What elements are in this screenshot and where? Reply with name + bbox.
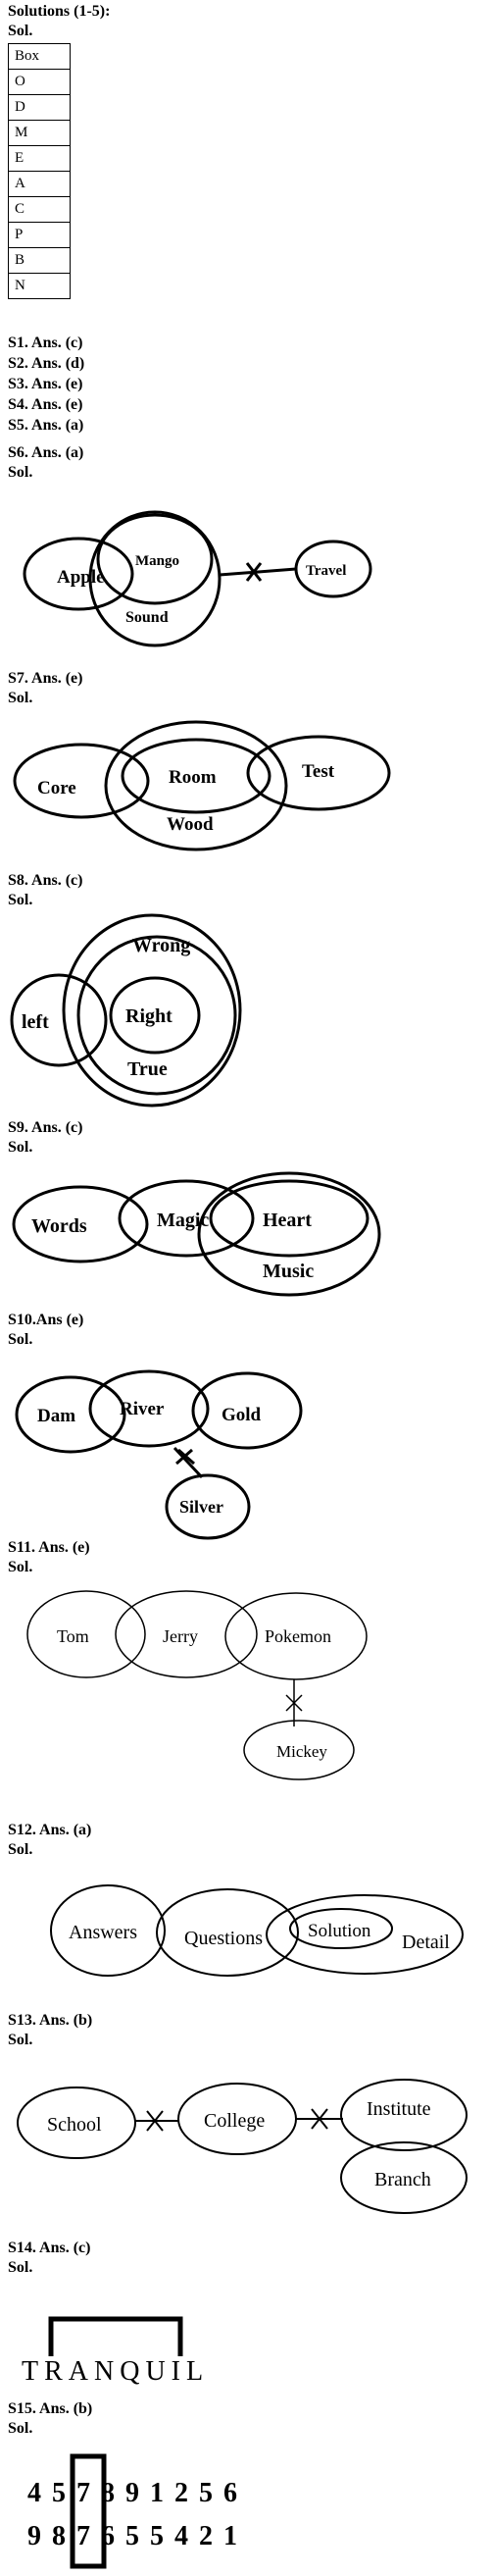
s8-sol-label: Sol.	[8, 892, 33, 908]
s13-label-school: School	[47, 2114, 102, 2136]
box-table-cell: P	[8, 222, 71, 248]
s12-heading: S12. Ans. (a)	[8, 1822, 92, 1838]
page-title: Solutions (1-5):	[8, 3, 111, 20]
s8-heading: S8. Ans. (c)	[8, 872, 83, 889]
box-table-cell: M	[8, 120, 71, 146]
s10-heading: S10.Ans (e)	[8, 1312, 84, 1328]
s7-label-wood: Wood	[167, 814, 214, 835]
s6-label-sound: Sound	[125, 609, 169, 626]
s7-venn-diagram: Core Room Test Wood	[13, 720, 391, 851]
s8-label-right: Right	[125, 1005, 173, 1027]
s8-venn-diagram: Wrong left Right True	[10, 913, 242, 1108]
s13-label-branch: Branch	[374, 2169, 431, 2190]
s10-venn-diagram: Dam River Gold Silver	[15, 1369, 303, 1540]
s12-label-questions: Questions	[184, 1928, 263, 1949]
s7-label-room: Room	[169, 767, 217, 788]
s14-sol-label: Sol.	[8, 2259, 33, 2276]
s6-label-apple: Apple	[57, 567, 105, 588]
s15-digits-row2: 9 8 7 6 5 5 4 2 1	[27, 2521, 239, 2551]
s12-label-detail: Detail	[402, 1932, 450, 1953]
sol-label: Sol.	[8, 23, 33, 39]
s10-sol-label: Sol.	[8, 1331, 33, 1348]
s14-word-diagram: TRANQUIL	[22, 2316, 203, 2387]
s9-label-heart: Heart	[263, 1210, 312, 1231]
s9-circle	[197, 1171, 381, 1297]
s15-digits-row1: 4 5 7 8 9 1 2 5 6	[27, 2478, 239, 2508]
s11-sol-label: Sol.	[8, 1559, 33, 1575]
box-table: Box O D M E A C P B N	[8, 43, 71, 299]
s6-heading: S6. Ans. (a)	[8, 444, 84, 461]
s6-sol-label: Sol.	[8, 464, 33, 481]
s7-sol-label: Sol.	[8, 690, 33, 706]
box-table-cell: D	[8, 94, 71, 121]
s9-circle	[118, 1179, 255, 1258]
box-table-cell: C	[8, 196, 71, 223]
s12-venn-diagram: Answers Questions Solution Detail	[50, 1884, 464, 1977]
s13-label-college: College	[204, 2110, 265, 2132]
s13-venn-diagram: School College Institute Branch	[17, 2079, 468, 2214]
answer-s3: S3. Ans. (e)	[8, 376, 83, 392]
s12-label-answers: Answers	[69, 1922, 137, 1943]
s13-sol-label: Sol.	[8, 2032, 33, 2048]
answer-s5: S5. Ans. (a)	[8, 417, 84, 434]
s10-label-gold: Gold	[222, 1405, 262, 1425]
box-table-header: Box	[8, 43, 71, 70]
s10-label-silver: Silver	[179, 1497, 223, 1517]
s9-sol-label: Sol.	[8, 1139, 33, 1156]
s11-label-pokemon: Pokemon	[265, 1626, 331, 1646]
s11-label-mickey: Mickey	[276, 1742, 327, 1761]
s8-label-left: left	[22, 1011, 49, 1033]
s9-circle	[209, 1179, 370, 1258]
s11-venn-diagram: Tom Jerry Pokemon Mickey	[26, 1590, 368, 1780]
s13-heading: S13. Ans. (b)	[8, 2012, 93, 2029]
s15-sol-label: Sol.	[8, 2420, 33, 2437]
s13-label-institute: Institute	[367, 2098, 431, 2120]
s11-label-tom: Tom	[57, 1626, 89, 1646]
s12-sol-label: Sol.	[8, 1841, 33, 1858]
s7-label-test: Test	[302, 761, 335, 782]
s9-label-words: Words	[31, 1215, 87, 1237]
s7-label-core: Core	[37, 778, 76, 799]
box-table-cell: A	[8, 171, 71, 197]
answer-s4: S4. Ans. (e)	[8, 396, 83, 413]
s9-heading: S9. Ans. (c)	[8, 1119, 83, 1136]
s14-heading: S14. Ans. (c)	[8, 2240, 91, 2256]
s9-circle	[12, 1185, 149, 1263]
s11-label-jerry: Jerry	[163, 1626, 198, 1646]
s10-label-river: River	[120, 1399, 165, 1419]
box-table-cell: B	[8, 247, 71, 274]
s6-venn-diagram: Apple Mango Sound Travel	[23, 510, 372, 647]
s8-label-wrong: Wrong	[132, 935, 190, 956]
answer-s2: S2. Ans. (d)	[8, 355, 85, 372]
answer-s1: S1. Ans. (c)	[8, 335, 83, 351]
s6-label-travel: Travel	[306, 563, 346, 579]
s15-heading: S15. Ans. (b)	[8, 2400, 93, 2417]
s9-label-music: Music	[263, 1261, 314, 1282]
s12-label-solution: Solution	[308, 1921, 371, 1941]
s7-heading: S7. Ans. (e)	[8, 670, 83, 687]
s8-label-true: True	[127, 1058, 168, 1080]
s11-heading: S11. Ans. (e)	[8, 1539, 90, 1556]
box-table-cell: N	[8, 273, 71, 299]
box-table-cell: E	[8, 145, 71, 172]
s15-digit-diagram: 4 5 7 8 9 1 2 5 6 9 8 7 6 5 5 4 2 1	[27, 2453, 239, 2569]
s10-label-dam: Dam	[37, 1406, 75, 1426]
box-table-cell: O	[8, 69, 71, 95]
s9-label-magic: Magic	[157, 1210, 209, 1231]
s14-word: TRANQUIL	[22, 2356, 209, 2387]
s6-label-mango: Mango	[135, 553, 179, 569]
